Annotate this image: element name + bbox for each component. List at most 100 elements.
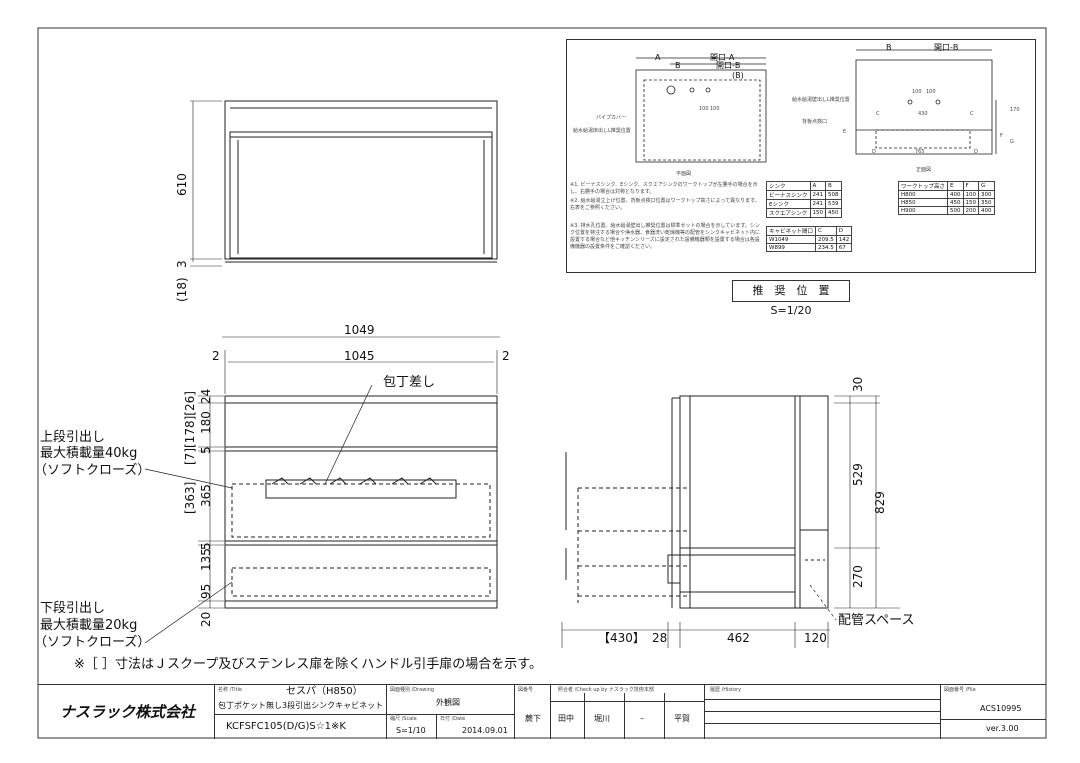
side-dim-120: 120: [804, 631, 827, 645]
approver: 田中: [558, 714, 574, 723]
sink-r0c0: ビーナスシンク: [766, 190, 811, 200]
wt-h0: ワークトップ高さ: [897, 181, 949, 191]
tb-div-8: [664, 693, 665, 739]
history-header: 履歴 /History: [710, 687, 742, 693]
sink-r0c1: 241: [809, 190, 826, 200]
tb-div-4: [514, 685, 515, 739]
sink-r2c2: 450: [825, 208, 842, 218]
wt-r2c1: 500: [947, 206, 964, 215]
side-dim-529: 529: [851, 463, 865, 486]
wt-r0c2: 100: [962, 190, 979, 199]
bracket-dim-363: [363]: [183, 481, 197, 514]
wt-h1: E: [947, 181, 964, 191]
wt-r1c0: H850: [897, 198, 949, 207]
wt-r1c2: 150: [962, 198, 979, 207]
sink-r1c2: 539: [825, 199, 842, 209]
side-dim-30: 30: [851, 376, 865, 392]
tb-hline-4: [704, 699, 940, 700]
side-dim-462: 462: [727, 631, 750, 645]
plan-label-100a: 100: [699, 106, 709, 112]
wt-r0c0: H800: [897, 190, 949, 199]
lower-drawer-label: 下段引出し: [40, 601, 106, 616]
cab-r1c2: 67: [835, 243, 853, 252]
cab-h0: キャビネット間口: [765, 226, 817, 236]
dim-20: 20: [199, 611, 213, 627]
cab-r0c0: W1049: [765, 235, 817, 244]
side-dim-430: 【430】: [598, 631, 645, 645]
product-subname: 包丁ポケット無し3段引出シンクキャビネット: [218, 701, 384, 710]
upper-drawer-softclose: （ソフトクローズ）: [34, 463, 151, 478]
tb-hline-3: [550, 701, 704, 702]
wt-r0c3: 300: [978, 190, 995, 199]
front-label-open-b: 開口-B: [934, 43, 959, 52]
sink-r2c0: スクエアシンク: [766, 208, 811, 218]
side-dim-270: 270: [851, 565, 865, 588]
wt-r1c1: 450: [947, 198, 964, 207]
scale-value: S=1/10: [396, 726, 426, 735]
footnote: ※［ ］寸法はＪスクープ及びステンレス扉を除くハンドル引手扉の場合を示す。: [74, 657, 542, 672]
front-label-100b: 100: [926, 89, 936, 95]
wt-r2c0: H900: [897, 206, 949, 215]
plan-label-open-a: 開口-A: [710, 53, 735, 62]
product-name: セスパ（H850）: [286, 686, 363, 697]
wt-r2c2: 200: [962, 206, 979, 215]
recommended-position-panel: [566, 39, 1036, 273]
width-dim-1045: 1045: [344, 349, 375, 363]
sink-r1c0: Eシンク: [766, 199, 811, 209]
sink-h1: A: [809, 181, 826, 191]
tb-div-7: [624, 693, 625, 739]
plan-title: 平面図: [676, 171, 692, 177]
front-label-e: E: [843, 129, 847, 135]
plan-label-a: A: [655, 53, 661, 62]
drawing-header: 図面種別 /Drawing: [390, 687, 435, 693]
tb-div-5: [550, 685, 551, 739]
height-dim-18: (18): [175, 277, 189, 302]
cab-h2: D: [835, 226, 853, 236]
title-block: ナスラック株式会社 名称 /Title セスパ（H850） 包丁ポケット無し3段…: [38, 684, 1046, 739]
model-number: KCFSFC105(D/G)S☆1※K: [226, 721, 346, 732]
sink-h0: シンク: [766, 181, 811, 191]
tb-hline-5: [704, 711, 940, 712]
front-label-c-right: C: [970, 111, 974, 117]
version: ver.3.00: [986, 724, 1019, 733]
company-logo: ナスラック株式会社: [60, 703, 196, 721]
sink-r1c1: 241: [809, 199, 826, 209]
knife-slot-label: 包丁差し: [383, 375, 436, 390]
note-2: ※2. 給水給湯立上げ位置、背板点検口位置はワークトップ高さによって異なります。…: [570, 198, 760, 211]
plan-label-b: B: [675, 61, 681, 70]
note-1: ※1. ビーナスシンク、Eシンク、スクエアシンクのワークトップが左勝手の場合を示…: [570, 182, 758, 195]
tb-div-2: [386, 685, 387, 739]
scale-header: 縮尺 /Scale: [390, 716, 417, 722]
ref-header: 図番号: [518, 687, 534, 693]
tb-div-9: [704, 685, 705, 739]
upper-drawer-load: 最大積載量40kg: [40, 446, 138, 461]
plan-label-paren-b: (B): [732, 71, 744, 80]
ref-value: 蕨下: [525, 714, 541, 723]
cab-r0c2: 142: [835, 235, 853, 244]
cab-r1c0: W899: [765, 243, 817, 252]
dim-24: 24: [199, 388, 213, 404]
recommended-position-caption: 推 奨 位 置 S=1/20: [732, 280, 850, 317]
checker: 堀川: [594, 714, 610, 723]
front-label-100a: 100: [912, 89, 922, 95]
height-dim-610: 610: [175, 173, 189, 196]
plan-label-100b: 100: [710, 106, 720, 112]
sink-r2c1: 150: [809, 208, 826, 218]
cab-r0c1: 209.5: [815, 235, 837, 244]
drawing-type: 外観図: [436, 698, 460, 707]
front-label-430: 430: [918, 111, 928, 117]
cab-h1: C: [815, 226, 837, 236]
drafter: 平賀: [674, 714, 690, 723]
back-panel-label: 背板点検口: [802, 119, 828, 125]
date-header: 日付 /Date: [440, 716, 466, 722]
width-dim-left-2: 2: [212, 349, 220, 363]
wt-r1c3: 350: [978, 198, 995, 207]
tb-div-3: [436, 714, 437, 739]
pipe-cover-label: パイプカバー: [596, 115, 627, 121]
front-label-765: 765: [915, 149, 925, 155]
name-header: 名称 /Title: [218, 687, 242, 693]
lower-drawer-softclose: （ソフトクローズ）: [34, 635, 151, 650]
